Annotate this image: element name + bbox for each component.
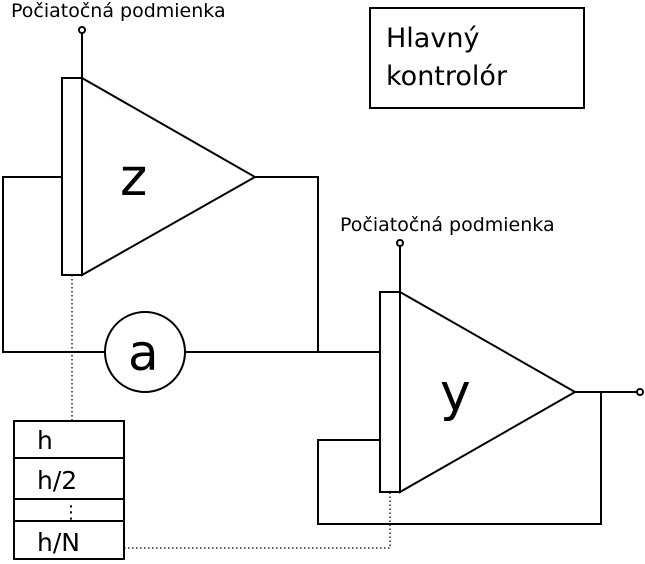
integrator-z-bar bbox=[61, 77, 83, 276]
multiplier-label: a bbox=[128, 324, 159, 382]
integrator-y-bar bbox=[379, 291, 401, 493]
integrator-z-label: z bbox=[120, 148, 147, 208]
main-controller-line2: kontrolór bbox=[386, 61, 508, 92]
initial-condition-label-top: Počiatočná podmienka bbox=[11, 0, 226, 22]
initial-condition-label-right: Počiatočná podmienka bbox=[340, 214, 555, 236]
step-item-ellipsis: ⋮ bbox=[62, 502, 80, 523]
step-item-h-half: h/2 bbox=[37, 466, 77, 495]
integrator-y-triangle bbox=[399, 290, 578, 494]
main-controller-box bbox=[369, 7, 585, 109]
control-line-y bbox=[124, 492, 391, 549]
step-item-h-n: h/N bbox=[37, 528, 80, 557]
integrator-z-triangle bbox=[81, 76, 258, 277]
step-item-h: h bbox=[37, 426, 53, 455]
integrator-y-label: y bbox=[440, 363, 471, 423]
step-size-stack bbox=[13, 420, 125, 560]
initial-condition-terminal-right bbox=[396, 239, 404, 247]
main-controller-line1: Hlavný bbox=[386, 23, 479, 54]
integrator-y-feedback-loop bbox=[317, 392, 602, 525]
output-terminal bbox=[636, 388, 644, 396]
integrator-z-output-wire bbox=[255, 176, 319, 352]
initial-condition-terminal-top bbox=[78, 26, 86, 34]
integrator-z-input-loop bbox=[2, 176, 105, 353]
